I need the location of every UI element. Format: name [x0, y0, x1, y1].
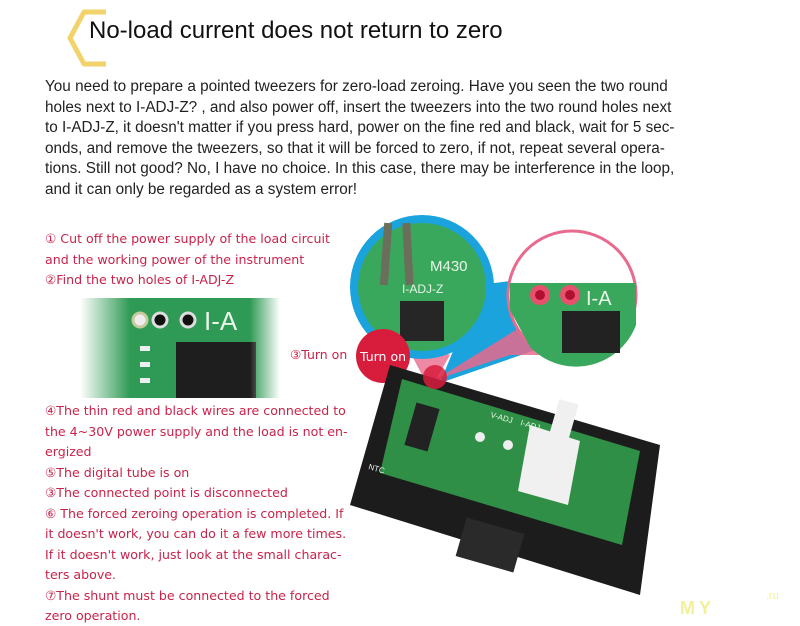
watermark: MY — [680, 598, 715, 618]
hexagon-icon — [67, 9, 106, 67]
step-line: ③The connected point is disconnected — [45, 485, 288, 500]
step-line: If it doesn't work, just look at the sma… — [45, 546, 342, 562]
step-line: and the working power of the instrument — [45, 251, 305, 267]
paragraph-line: tions. Still not good? No, I have no cho… — [45, 160, 675, 178]
step-line: it doesn't work, you can do it a few mor… — [45, 526, 347, 541]
pcb-closeup-photo: I-A — [80, 298, 280, 398]
step-line: ②Find the two holes of I-ADJ-Z — [45, 272, 235, 287]
svg-text:I-A: I-A — [586, 288, 612, 310]
paragraph-line: onds, and remove the tweezers, so that i… — [45, 139, 665, 157]
step-line: ⑦The shunt must be connected to the forc… — [45, 587, 330, 603]
steps-top: ① Cut off the power supply of the load c… — [45, 229, 330, 291]
pcb-label: NTC — [367, 462, 385, 475]
step-line: the 4~30V power supply and the load is n… — [45, 423, 348, 439]
magnifier-graphic: M430 I-ADJ-Z I-A — [350, 215, 638, 390]
paragraph-line: to I-ADJ-Z, it doesn't matter if you pre… — [45, 119, 675, 137]
step-line: ① Cut off the power supply of the load c… — [45, 231, 330, 246]
paragraph-line: and it can only be regarded as a system … — [45, 180, 358, 198]
steps-bottom: ④The thin red and black wires are connec… — [45, 401, 348, 626]
step-line: ④The thin red and black wires are connec… — [45, 403, 346, 418]
intro-paragraph: You need to prepare a pointed tweezers f… — [45, 77, 745, 201]
watermark-suffix: .ru — [766, 590, 779, 602]
turn-on-step-label: ③Turn on — [290, 347, 348, 362]
step-line: ⑤The digital tube is on — [45, 464, 190, 480]
pcb-label: I-A — [204, 306, 238, 336]
step-line: ters above. — [45, 567, 117, 582]
paragraph-line: holes next to I-ADJ-Z? , and also power … — [45, 98, 672, 116]
step-line: ⑥ The forced zeroing operation is comple… — [45, 505, 344, 521]
page-title: No-load current does not return to zero — [89, 17, 503, 44]
step-line: ergized — [45, 444, 92, 459]
paragraph-line: You need to prepare a pointed tweezers f… — [45, 78, 668, 95]
pcb-label: I-ADJ-Z — [402, 282, 443, 296]
meter-device-photo: V-ADJ I-ADJ NTC — [350, 365, 660, 595]
chip-label: M430 — [430, 258, 468, 275]
step-line: zero operation. — [45, 608, 141, 623]
